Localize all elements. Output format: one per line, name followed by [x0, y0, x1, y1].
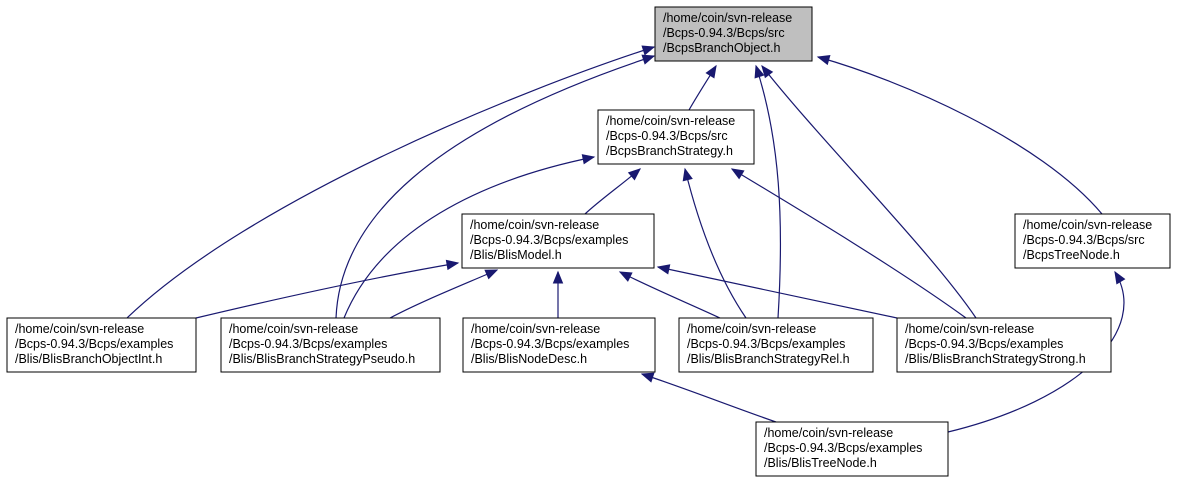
edge-line: [657, 266, 898, 319]
node-blis_branch_object_int[interactable]: /home/coin/svn-release/Bcps-0.94.3/Bcps/…: [6, 317, 197, 373]
node-blis_branch_strategy_rel[interactable]: /home/coin/svn-release/Bcps-0.94.3/Bcps/…: [678, 317, 874, 373]
edge-bcps_branch_strategy-to-bcps_branch_object: [688, 64, 717, 111]
node-box: [597, 109, 755, 165]
node-box: [461, 213, 655, 269]
arrow-head-icon: [640, 372, 655, 383]
node-label-line: /home/coin/svn-release: [905, 322, 1034, 336]
node-label-line: /home/coin/svn-release: [663, 11, 792, 25]
node-label-line: /BcpsBranchStrategy.h: [606, 144, 733, 158]
arrow-head-icon: [705, 64, 717, 79]
node-label-line: /Blis/BlisBranchStrategyStrong.h: [905, 352, 1086, 366]
edge-blis_branch_strategy_pseudo-to-bcps_branch_object: [335, 54, 656, 319]
arrow-head-icon: [754, 64, 765, 79]
node-blis_branch_strategy_pseudo[interactable]: /home/coin/svn-release/Bcps-0.94.3/Bcps/…: [220, 317, 441, 373]
node-label-line: /Bcps-0.94.3/Bcps/examples: [687, 337, 845, 351]
edge-blis_branch_strategy_strong-to-bcps_branch_strategy: [730, 168, 967, 319]
edge-line: [641, 373, 777, 423]
node-label-line: /Blis/BlisBranchStrategyPseudo.h: [229, 352, 415, 366]
edge-blis_branch_strategy_strong-to-bcps_branch_object: [761, 64, 977, 319]
node-label-line: /BcpsTreeNode.h: [1023, 248, 1120, 262]
arrow-head-icon: [816, 55, 831, 66]
node-label-line: /home/coin/svn-release: [687, 322, 816, 336]
edge-line: [343, 156, 595, 319]
node-box: [6, 317, 197, 373]
node-label-line: /Blis/BlisBranchStrategyRel.h: [687, 352, 850, 366]
node-label-line: /Bcps-0.94.3/Bcps/src: [1023, 233, 1145, 247]
edge-line: [761, 65, 977, 319]
node-label-line: /Bcps-0.94.3/Bcps/examples: [470, 233, 628, 247]
node-label-line: /home/coin/svn-release: [15, 322, 144, 336]
edge-bcps_tree_node-to-bcps_branch_object: [816, 55, 1103, 215]
node-label-line: /Bcps-0.94.3/Bcps/src: [663, 26, 785, 40]
arrow-head-icon: [552, 270, 564, 284]
nodes-layer: /home/coin/svn-release/Bcps-0.94.3/Bcps/…: [6, 6, 1171, 477]
arrow-head-icon: [641, 45, 656, 56]
edge-blis_node_desc-to-blis_model: [552, 270, 564, 318]
node-blis_branch_strategy_strong[interactable]: /home/coin/svn-release/Bcps-0.94.3/Bcps/…: [896, 317, 1112, 373]
node-label-line: /home/coin/svn-release: [229, 322, 358, 336]
node-blis_node_desc[interactable]: /home/coin/svn-release/Bcps-0.94.3/Bcps/…: [462, 317, 656, 373]
edge-line: [195, 262, 459, 319]
arrow-head-icon: [627, 168, 642, 181]
node-label-line: /Blis/BlisBranchObjectInt.h: [15, 352, 162, 366]
node-label-line: /Bcps-0.94.3/Bcps/src: [606, 129, 728, 143]
node-box: [896, 317, 1112, 373]
arrow-head-icon: [730, 168, 745, 180]
arrow-head-icon: [761, 64, 774, 79]
arrow-head-icon: [682, 167, 693, 182]
node-box: [1014, 213, 1171, 269]
arrow-head-icon: [656, 264, 671, 275]
edge-line: [755, 65, 782, 319]
node-label-line: /Bcps-0.94.3/Bcps/examples: [905, 337, 1063, 351]
edge-blis_branch_strategy_pseudo-to-blis_model: [389, 269, 499, 319]
node-label-line: /Bcps-0.94.3/Bcps/examples: [471, 337, 629, 351]
node-label-line: /home/coin/svn-release: [471, 322, 600, 336]
edges-layer: [126, 45, 1126, 433]
node-box: [220, 317, 441, 373]
arrow-head-icon: [641, 54, 656, 65]
arrow-head-icon: [581, 154, 596, 165]
node-label-line: /Blis/BlisTreeNode.h: [764, 456, 877, 470]
node-label-line: /Bcps-0.94.3/Bcps/examples: [15, 337, 173, 351]
edge-line: [126, 46, 655, 319]
arrow-head-icon: [1114, 270, 1126, 285]
edge-line: [335, 55, 655, 319]
edge-blis_tree_node-to-blis_node_desc: [640, 372, 777, 423]
edge-blis_branch_strategy_rel-to-blis_model: [618, 271, 721, 319]
edge-line: [684, 168, 747, 319]
node-label-line: /Bcps-0.94.3/Bcps/examples: [229, 337, 387, 351]
arrow-head-icon: [618, 271, 633, 282]
edge-blis_model-to-bcps_branch_strategy: [584, 168, 642, 215]
node-label-line: /Blis/BlisNodeDesc.h: [471, 352, 587, 366]
edge-blis_branch_strategy_rel-to-bcps_branch_object: [754, 64, 782, 319]
edge-blis_branch_object_int-to-bcps_branch_object: [126, 45, 656, 319]
edge-blis_branch_object_int-to-blis_model: [195, 259, 460, 319]
node-blis_model[interactable]: /home/coin/svn-release/Bcps-0.94.3/Bcps/…: [461, 213, 655, 269]
edge-blis_branch_strategy_rel-to-bcps_branch_strategy: [682, 167, 747, 319]
node-label-line: /Blis/BlisModel.h: [470, 248, 562, 262]
edge-line: [389, 269, 498, 319]
node-label-line: /home/coin/svn-release: [470, 218, 599, 232]
node-bcps_tree_node[interactable]: /home/coin/svn-release/Bcps-0.94.3/Bcps/…: [1014, 213, 1171, 269]
edge-blis_branch_strategy_pseudo-to-bcps_branch_strategy: [343, 154, 596, 319]
arrow-head-icon: [445, 259, 460, 271]
node-box: [678, 317, 874, 373]
edge-line: [619, 271, 721, 319]
node-box: [654, 6, 813, 62]
arrow-head-icon: [484, 269, 499, 280]
node-bcps_branch_object[interactable]: /home/coin/svn-release/Bcps-0.94.3/Bcps/…: [654, 6, 813, 62]
node-label-line: /Bcps-0.94.3/Bcps/examples: [764, 441, 922, 455]
edge-blis_branch_strategy_strong-to-blis_model: [656, 264, 898, 319]
node-label-line: /home/coin/svn-release: [1023, 218, 1152, 232]
node-blis_tree_node[interactable]: /home/coin/svn-release/Bcps-0.94.3/Bcps/…: [755, 421, 949, 477]
node-label-line: /home/coin/svn-release: [606, 114, 735, 128]
node-bcps_branch_strategy[interactable]: /home/coin/svn-release/Bcps-0.94.3/Bcps/…: [597, 109, 755, 165]
node-label-line: /BcpsBranchObject.h: [663, 41, 780, 55]
node-label-line: /home/coin/svn-release: [764, 426, 893, 440]
edge-line: [817, 56, 1103, 215]
node-box: [755, 421, 949, 477]
edge-line: [731, 168, 967, 319]
node-box: [462, 317, 656, 373]
